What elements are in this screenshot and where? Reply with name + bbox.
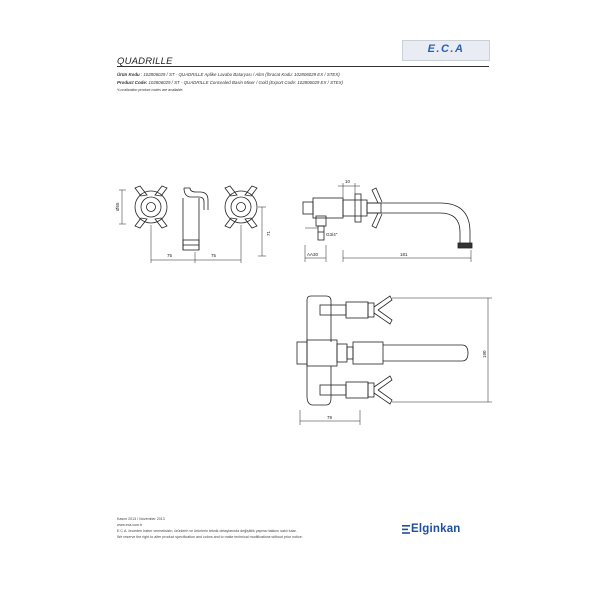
dim-top-height: 190 [482, 350, 487, 358]
top-center-body [296, 339, 384, 367]
top-upper-elbow [306, 295, 347, 342]
elginkan-mark-icon [402, 525, 410, 534]
header-divider [117, 66, 489, 67]
dim-front-height: Ø55 [115, 202, 120, 211]
side-spout [367, 202, 473, 249]
top-spout [383, 344, 469, 362]
dim-side-top: 10 [345, 179, 351, 184]
dim-top-width: 79 [327, 415, 333, 420]
left-cross-handle [134, 185, 168, 229]
side-body [302, 193, 368, 241]
spec-text-tr: : 102806029 / ST - QUADRILLE Aplike Lava… [140, 72, 340, 77]
dim-side-thread: G3/4" [326, 232, 338, 237]
front-view [119, 185, 266, 263]
side-cross-handle [366, 187, 383, 229]
top-lower-elbow [306, 364, 347, 406]
top-dimensions [299, 297, 492, 425]
spec-label-en: Product Code: [117, 80, 148, 85]
spout-front [182, 187, 209, 251]
side-view [302, 183, 473, 262]
logo-text: E.C.A [427, 43, 465, 55]
elginkan-brand: Elginkan [411, 523, 461, 535]
page-title: QUADRILLE [117, 56, 173, 67]
dim-side-length: 181 [400, 252, 408, 257]
footer-note-en: We reserve the right to alter product sp… [117, 535, 303, 539]
spec-line-en: Product Code: 102806029 / ST - QUADRILLE… [117, 80, 343, 85]
side-dimensions [304, 183, 472, 262]
dim-side-depth: AA30 [307, 252, 319, 257]
top-view [296, 295, 492, 425]
spec-localization-note: *Localization product codes are availabl… [117, 88, 184, 92]
footer-note-tr: E.C.A. önceden haber vermeksizin, ürünle… [117, 529, 297, 533]
spec-line-tr: Ürün Kodu : 102806029 / ST - QUADRILLE A… [117, 72, 340, 77]
dim-front-right: 75 [211, 253, 217, 258]
dim-front-vertical: 71 [266, 230, 271, 236]
top-upper-handle [345, 295, 393, 325]
right-cross-handle [224, 185, 258, 229]
front-dimensions [119, 189, 266, 263]
eca-logo: E.C.A [402, 40, 490, 61]
spec-text-en: 102806029 / ST - QUADRILLE Concealed Bas… [148, 80, 343, 85]
footer-date: Kasım 2013 / November 2013 [117, 517, 165, 521]
spec-label-tr: Ürün Kodu [117, 72, 140, 77]
top-lower-handle [345, 375, 393, 405]
dim-front-left: 75 [167, 253, 173, 258]
footer-website[interactable]: www.eca.com.tr [117, 523, 143, 527]
